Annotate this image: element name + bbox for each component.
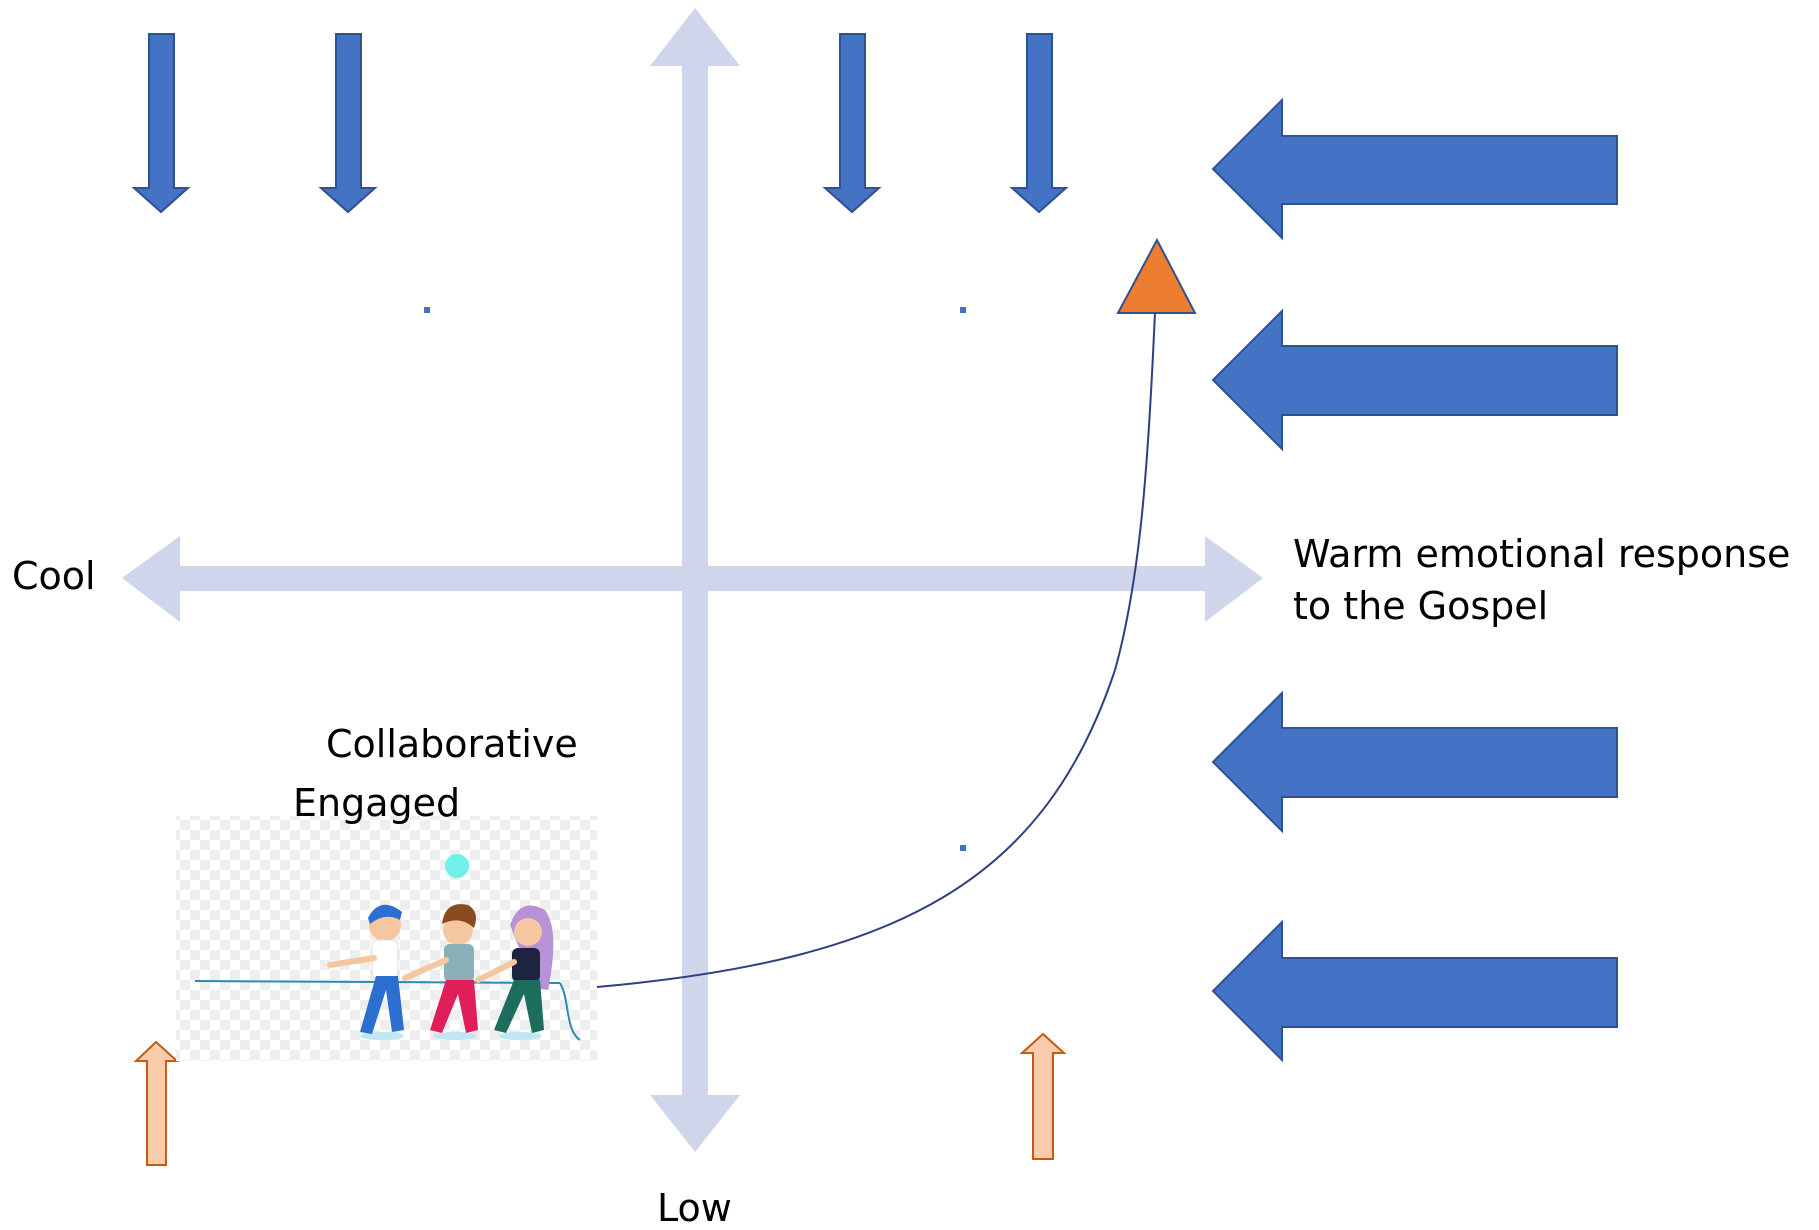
team-tug-of-war-image xyxy=(176,816,597,1061)
down-arrow-3 xyxy=(822,33,882,214)
quadrant-label-engaged: Engaged xyxy=(293,781,461,825)
person-1 xyxy=(327,904,404,1040)
horizontal-axis xyxy=(122,536,1263,622)
dot-marker-2 xyxy=(960,307,966,313)
down-arrow-2 xyxy=(318,33,378,214)
quadrant-label-collaborative: Collaborative xyxy=(326,722,578,766)
right-axis-label: Warm emotional response to the Gospel xyxy=(1293,528,1790,633)
left-arrow-4 xyxy=(1211,919,1618,1063)
left-arrow-3 xyxy=(1211,690,1618,834)
person-3 xyxy=(475,905,554,1040)
up-arrow-right xyxy=(1019,1032,1067,1160)
down-arrow-4 xyxy=(1009,33,1069,214)
up-arrow-left xyxy=(133,1040,180,1166)
left-arrow-1 xyxy=(1211,97,1618,241)
down-arrow-1 xyxy=(131,33,191,214)
bottom-axis-label: Low xyxy=(657,1186,732,1230)
right-axis-label-line1: Warm emotional response xyxy=(1293,532,1791,576)
left-axis-label: Cool xyxy=(12,554,96,598)
dot-marker-1 xyxy=(424,307,430,313)
orange-triangle xyxy=(1116,237,1197,314)
left-arrow-2 xyxy=(1211,308,1618,452)
right-axis-label-line2: to the Gospel xyxy=(1293,584,1549,629)
dot-marker-3 xyxy=(960,845,966,851)
trajectory-curve xyxy=(596,311,1156,988)
person-2 xyxy=(402,904,478,1040)
